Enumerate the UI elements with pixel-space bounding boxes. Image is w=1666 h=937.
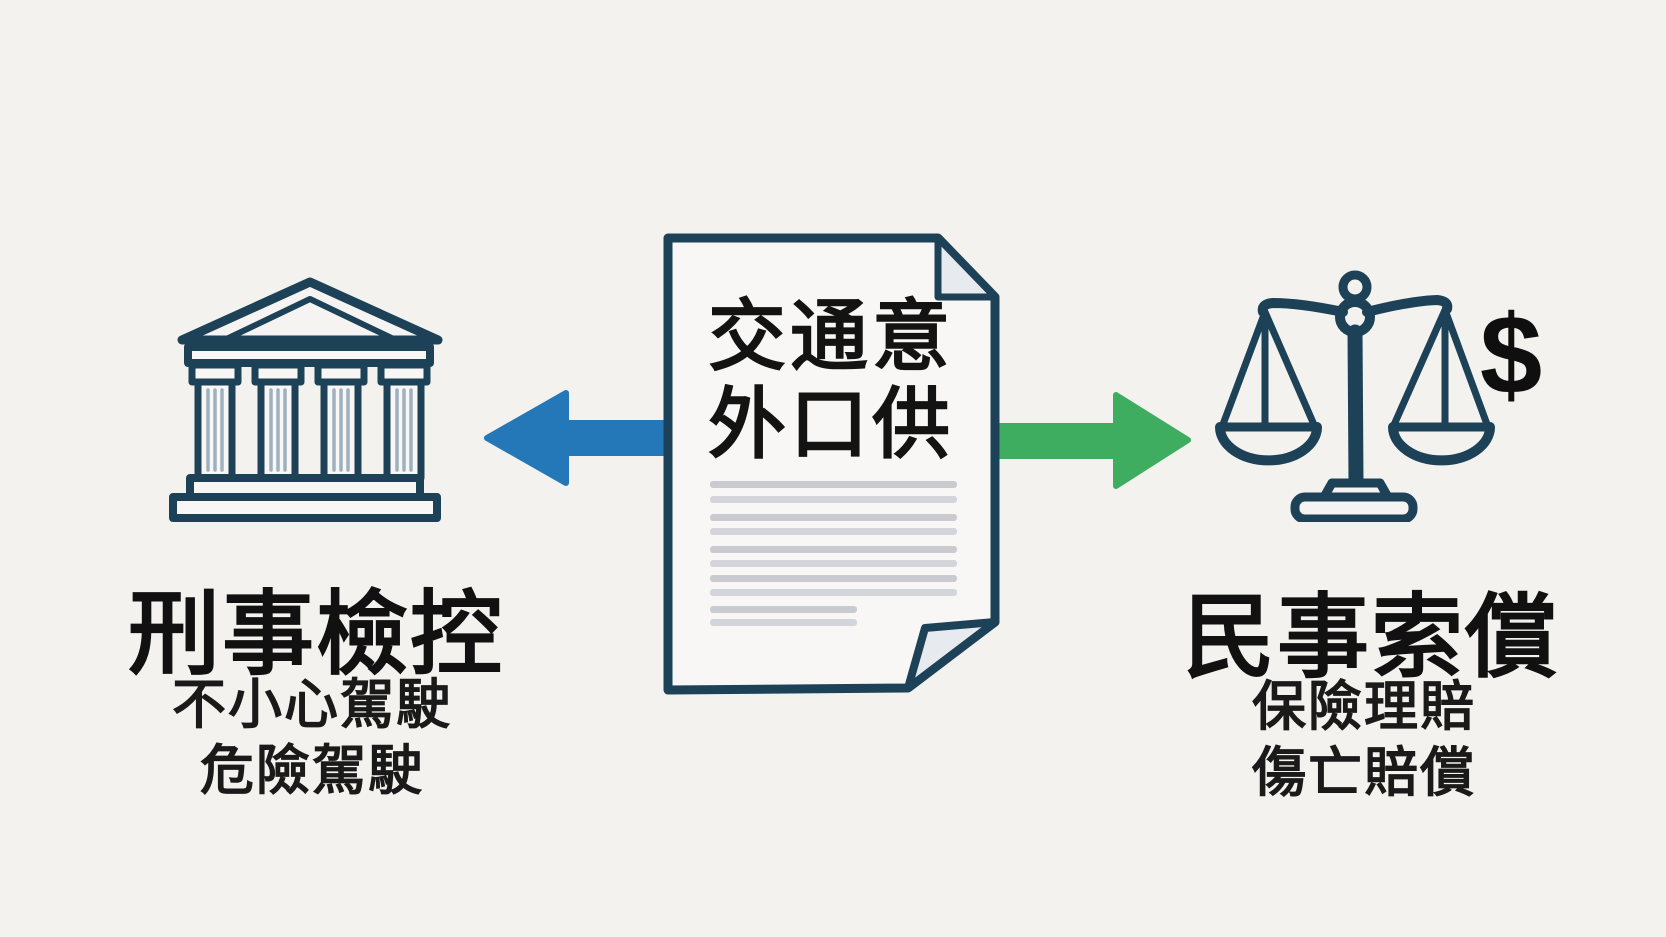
arrow-right-icon (989, 392, 1191, 489)
document-title: 交通意 外口供 (631, 292, 1031, 468)
right-branch-item-1: 保險理賠 (1252, 677, 1476, 737)
dollar-sign: $ (1479, 292, 1543, 417)
document-title-line2: 外口供 (707, 380, 954, 468)
document-icon (663, 233, 1000, 695)
document-text-lines (710, 481, 957, 626)
document-title-line1: 交通意 (707, 292, 954, 380)
scales-of-justice-icon (1215, 270, 1495, 522)
left-branch-heading: 刑事檢控 (128, 584, 505, 686)
right-branch-item-2: 傷亡賠償 (1252, 743, 1476, 803)
courthouse-icon (169, 277, 443, 522)
right-branch-heading: 民事索償 (1183, 587, 1560, 689)
left-branch-item-2: 危險駕駛 (200, 741, 424, 801)
left-branch-item-1: 不小心駕駛 (172, 675, 452, 735)
